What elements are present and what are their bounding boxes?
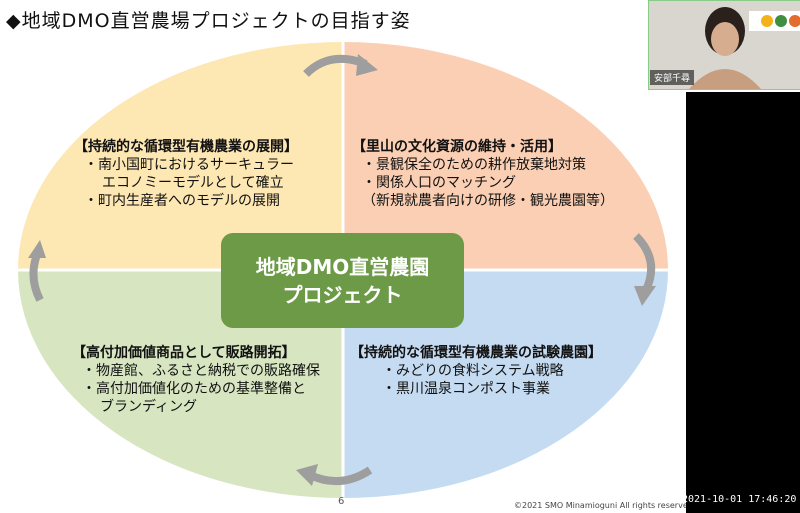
quadrant-heading: 【高付加価値商品として販路開拓】 (72, 345, 296, 361)
quadrant-item: エコノミーモデルとして確立 (102, 175, 284, 191)
quadrant-bottom-right: 【持続的な循環型有機農業の試験農園】 ・みどりの食料システム戦略 ・黒川温泉コン… (350, 344, 602, 398)
logo-dot-icon (775, 15, 787, 27)
recording-timestamp: 2021-10-01 17:46:20 (682, 494, 797, 505)
copyright-text: ©2021 SMO Minamioguni All rights reserve… (514, 501, 686, 510)
quadrant-item: ・南小国町におけるサーキュラー (84, 157, 294, 173)
quadrant-top-right-bg (343, 42, 668, 270)
video-sidebar-background (686, 92, 800, 513)
quadrant-item: ・景観保全のための耕作放棄地対策 (362, 157, 586, 173)
quadrant-top-right: 【里山の文化資源の維持・活用】 ・景観保全のための耕作放棄地対策 ・関係人口のマ… (352, 138, 614, 210)
quadrant-item: ・町内生産者へのモデルの展開 (84, 193, 280, 209)
quadrant-heading: 【持続的な循環型有機農業の展開】 (74, 139, 298, 155)
page-number: 6 (338, 496, 345, 507)
quadrant-item: ・黒川温泉コンポスト事業 (382, 381, 550, 397)
quadrant-heading: 【里山の文化資源の維持・活用】 (352, 139, 562, 155)
quadrant-item: （新規就農者向けの研修・観光農園等） (362, 193, 614, 209)
cycle-arrow-bottom-head (296, 464, 318, 486)
quadrant-item: ブランディング (100, 399, 198, 415)
cycle-arrow-right-head (634, 286, 656, 306)
quadrant-item: ・みどりの食料システム戦略 (382, 363, 564, 379)
center-title-line1: 地域DMO直営農園 (255, 254, 430, 279)
cycle-arrow-top-head (356, 54, 378, 76)
presentation-slide: ◆地域DMO直営農場プロジェクトの目指す姿 (6, 10, 686, 510)
quadrant-item: ・高付加価値化のための基準整備と (82, 381, 306, 397)
cycle-arrow-left-head (28, 240, 46, 258)
quadrant-item: ・物産館、ふるさと納税での販路確保 (82, 363, 320, 379)
center-title-line2: プロジェクト (282, 282, 403, 307)
quadrant-top-left-bg (18, 42, 343, 270)
logo-dot-icon (761, 15, 773, 27)
quadrant-top-left: 【持続的な循環型有機農業の展開】 ・南小国町におけるサーキュラー エコノミーモデ… (74, 138, 298, 210)
participant-name-tag: 安部千尋 (650, 70, 695, 85)
quadrant-bottom-left: 【高付加価値商品として販路開拓】 ・物産館、ふるさと納税での販路確保 ・高付加価… (72, 344, 320, 416)
logo-dot-icon (789, 15, 800, 27)
cycle-arrow-right (633, 233, 656, 292)
center-project-box: 地域DMO直営農園 プロジェクト (221, 233, 464, 328)
cycle-diagram (16, 40, 670, 500)
slide-title: ◆地域DMO直営農場プロジェクトの目指す姿 (6, 10, 411, 32)
quadrant-item: ・関係人口のマッチング (362, 175, 516, 191)
quadrant-heading: 【持続的な循環型有機農業の試験農園】 (350, 345, 602, 361)
